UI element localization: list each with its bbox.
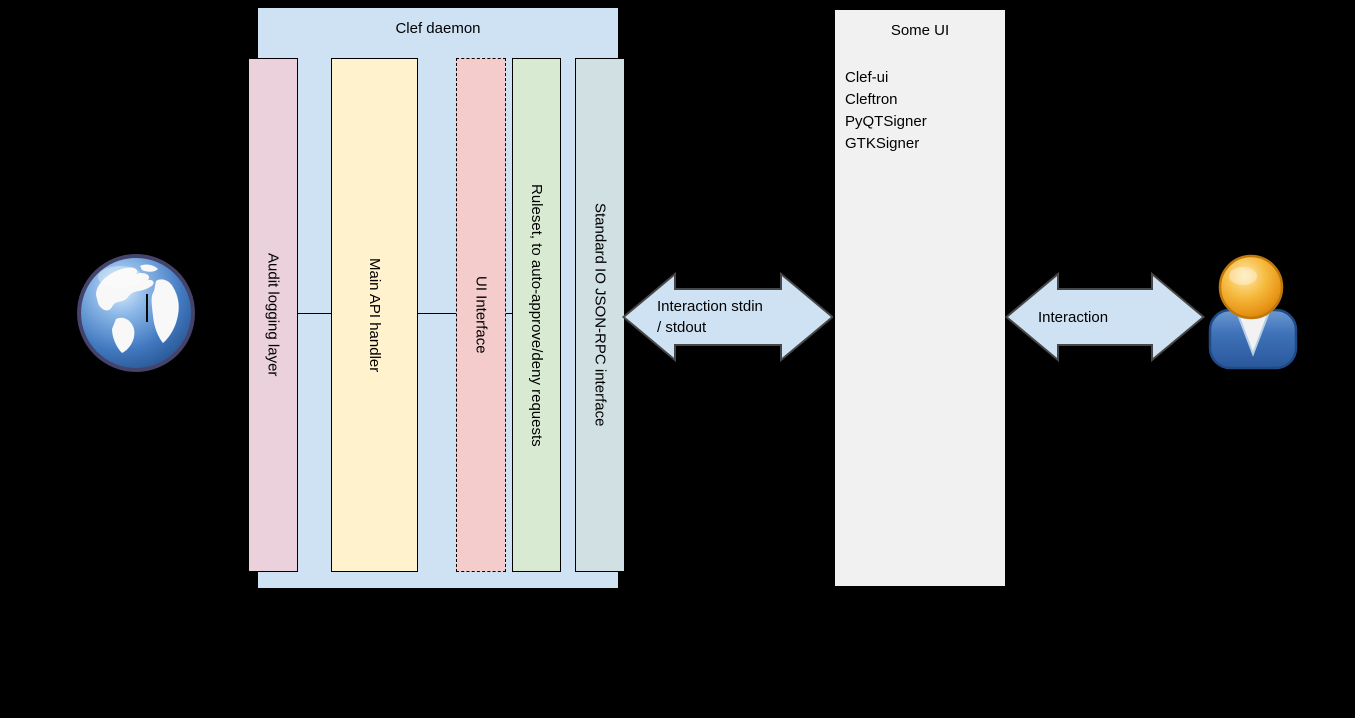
some-ui-title: Some UI (890, 22, 950, 39)
bar-label: UI Interface (472, 276, 490, 354)
clef-daemon-title: Clef daemon (395, 20, 481, 37)
bar-audit-logging-layer: Audit logging layer (248, 58, 298, 572)
stdio-arrow-label-line1: Interaction stdin (657, 298, 763, 315)
some-ui-item: PyQTSigner (845, 113, 927, 130)
bar-label: Standard IO JSON-RPC interface (591, 203, 609, 427)
some-ui-item: Clef-ui (845, 69, 889, 86)
some-ui-item: GTKSigner (845, 135, 920, 152)
bar-ruleset: Ruleset, to auto-approve/deny requests (512, 58, 561, 572)
bar-label: Main API handler (366, 257, 383, 373)
bar-main-api-handler: Main API handler (331, 58, 418, 572)
bar-label: Audit logging layer (264, 253, 282, 377)
connector-line-audit-api (297, 313, 331, 314)
some-ui-item: Cleftron (845, 91, 898, 108)
globe-icon (76, 253, 196, 373)
bar-stdio-jsonrpc-interface: Standard IO JSON-RPC interface (575, 58, 625, 572)
stdio-arrow-label: Interaction stdin / stdout (657, 296, 763, 338)
stray-caret-line (146, 294, 148, 322)
bar-label: Ruleset, to auto-approve/deny requests (528, 183, 545, 447)
user-icon (1205, 252, 1301, 370)
user-arrow-label: Interaction (1038, 309, 1109, 326)
stdio-arrow-label-line2: / stdout (657, 319, 707, 336)
stdio-interaction-arrow (621, 271, 835, 363)
clef-daemon-container (258, 8, 618, 588)
bar-ui-interface: UI Interface (456, 58, 506, 572)
user-interaction-arrow (1004, 271, 1206, 363)
